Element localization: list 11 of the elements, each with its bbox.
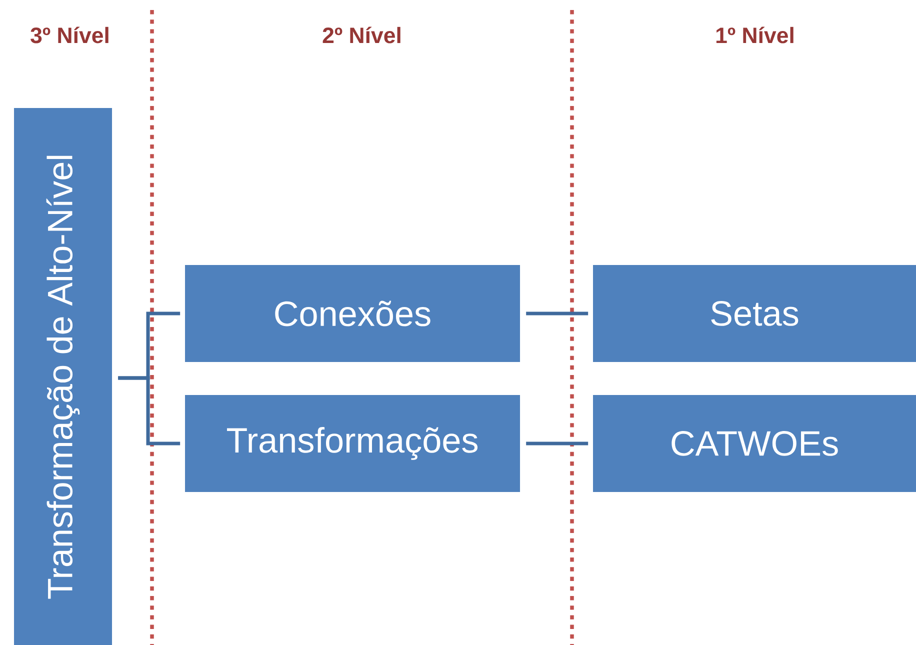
level-heading: 2º Nível (320, 24, 404, 46)
connector-line (526, 442, 588, 446)
process-box: Conexões (185, 265, 520, 362)
vertical-box: Transformação de Alto-Nível (14, 108, 112, 645)
level-heading: 3º Nível (28, 24, 112, 46)
process-box: Setas (593, 265, 916, 362)
connector-line (526, 312, 588, 316)
connector-line (118, 376, 180, 446)
process-box: CATWOEs (593, 394, 916, 492)
level-heading: 1º Nível (712, 24, 798, 46)
process-box: Transformações (185, 394, 520, 492)
